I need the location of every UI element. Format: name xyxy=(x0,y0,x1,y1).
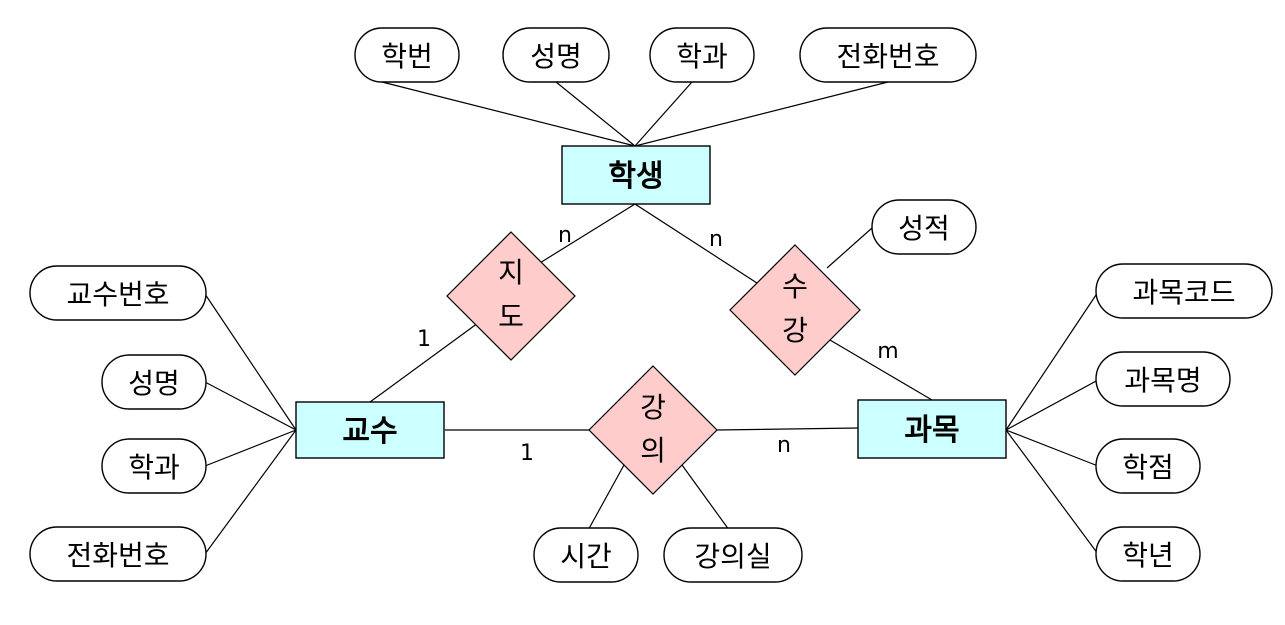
cardinality-enroll-student: n xyxy=(709,227,723,252)
line-lecture-course xyxy=(715,427,859,431)
attribute-credit: 학점 xyxy=(1095,438,1201,494)
line-student-enroll xyxy=(634,203,761,286)
entity-course: 과목 xyxy=(857,399,1007,459)
svg-text:성적: 성적 xyxy=(898,212,950,245)
cardinality-labels: n 1 n m 1 n xyxy=(417,223,899,466)
cardinality-enroll-course: m xyxy=(877,339,898,364)
svg-text:과목코드: 과목코드 xyxy=(1132,276,1235,309)
line-enroll-grade xyxy=(826,227,873,269)
cardinality-lecture-professor: 1 xyxy=(520,441,534,466)
attribute-student-name: 성명 xyxy=(502,27,610,83)
connector-lines xyxy=(204,81,1099,555)
line-student-attr-2 xyxy=(555,81,636,147)
svg-text:시간: 시간 xyxy=(560,540,612,573)
line-course-attr-4 xyxy=(1005,429,1099,555)
svg-text:과목명: 과목명 xyxy=(1124,364,1201,397)
entity-professor: 교수 xyxy=(295,401,445,459)
svg-text:학과: 학과 xyxy=(128,451,180,484)
attribute-grade: 성적 xyxy=(871,199,977,255)
svg-text:강: 강 xyxy=(782,314,808,347)
relationship-advise: 지 도 xyxy=(446,231,576,361)
line-enroll-course xyxy=(829,339,933,401)
attribute-course-name: 과목명 xyxy=(1095,351,1231,407)
svg-text:성명: 성명 xyxy=(128,367,180,400)
line-prof-attr-2 xyxy=(204,381,297,431)
cardinality-lecture-course: n xyxy=(777,433,791,458)
svg-text:도: 도 xyxy=(498,300,524,333)
svg-text:의: 의 xyxy=(640,434,666,467)
line-student-advise xyxy=(534,203,636,267)
svg-text:학과: 학과 xyxy=(676,40,728,73)
cardinality-advise-professor: 1 xyxy=(417,327,431,352)
cardinality-advise-student: n xyxy=(558,223,572,248)
attribute-course-code: 과목코드 xyxy=(1095,263,1273,319)
svg-text:강의실: 강의실 xyxy=(694,540,771,573)
svg-text:학년: 학년 xyxy=(1122,539,1174,572)
attribute-year: 학년 xyxy=(1095,526,1201,582)
svg-text:학생: 학생 xyxy=(608,159,663,194)
svg-text:전화번호: 전화번호 xyxy=(836,40,939,73)
line-course-attr-3 xyxy=(1005,429,1099,467)
line-student-attr-3 xyxy=(634,81,693,147)
line-course-attr-1 xyxy=(1005,291,1099,431)
attribute-professor-name: 성명 xyxy=(101,354,207,410)
svg-text:교수번호: 교수번호 xyxy=(66,278,169,311)
attribute-student-dept: 학과 xyxy=(649,27,755,83)
line-lecture-room xyxy=(681,464,733,535)
line-prof-attr-3 xyxy=(204,429,297,467)
entity-student: 학생 xyxy=(561,145,711,205)
relationship-lecture: 강 의 xyxy=(588,365,718,495)
svg-text:과목: 과목 xyxy=(904,413,959,448)
attribute-time: 시간 xyxy=(533,527,639,583)
svg-text:교수: 교수 xyxy=(342,414,397,449)
svg-text:전화번호: 전화번호 xyxy=(66,539,169,572)
svg-text:학번: 학번 xyxy=(381,40,433,73)
attribute-student-phone: 전화번호 xyxy=(799,27,977,83)
relationship-enroll: 수 강 xyxy=(729,244,861,376)
svg-text:수: 수 xyxy=(782,270,808,303)
attribute-professor-phone: 전화번호 xyxy=(29,526,207,582)
professor-attributes: 교수번호 성명 학과 전화번호 xyxy=(29,265,207,582)
line-lecture-time xyxy=(585,464,625,535)
line-prof-attr-1 xyxy=(204,293,297,431)
line-advise-professor xyxy=(369,322,479,403)
lecture-attributes: 시간 강의실 xyxy=(533,527,803,583)
line-student-attr-4 xyxy=(634,81,889,147)
attribute-professor-number: 교수번호 xyxy=(29,265,207,321)
line-student-attr-1 xyxy=(381,81,636,147)
student-attributes: 학번 성명 학과 전화번호 xyxy=(354,27,977,83)
svg-text:강: 강 xyxy=(640,391,666,424)
attribute-room: 강의실 xyxy=(663,527,803,583)
attribute-professor-dept: 학과 xyxy=(101,438,207,494)
course-attributes: 과목코드 과목명 학점 학년 xyxy=(1095,263,1273,582)
attribute-student-number: 학번 xyxy=(354,27,460,83)
svg-text:학점: 학점 xyxy=(1122,451,1174,484)
line-course-attr-2 xyxy=(1005,379,1099,431)
svg-text:지: 지 xyxy=(498,256,524,289)
line-prof-attr-4 xyxy=(204,429,297,555)
svg-text:성명: 성명 xyxy=(530,40,582,73)
